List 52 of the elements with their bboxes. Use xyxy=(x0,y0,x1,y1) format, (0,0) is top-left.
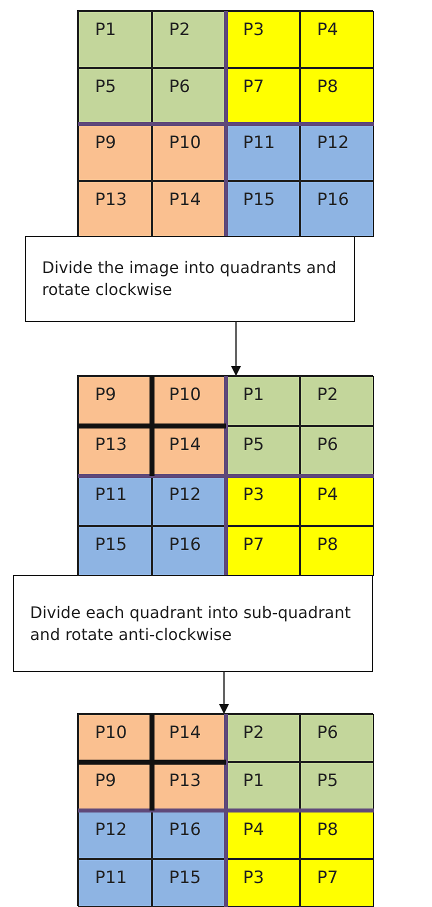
grid-cell: P16 xyxy=(152,526,226,576)
grid-cell: P7 xyxy=(226,68,300,124)
grid-cell: P8 xyxy=(300,68,374,124)
grid-cell: P1 xyxy=(78,11,152,68)
grid-cell: P4 xyxy=(300,476,374,526)
grid-cell: P15 xyxy=(152,858,226,907)
grid-cell: P5 xyxy=(300,762,374,810)
arrow xyxy=(219,672,229,714)
grid-box xyxy=(77,375,373,575)
grid-cell: P2 xyxy=(152,11,226,68)
grid-cell: P16 xyxy=(152,810,226,859)
grid-cell: P6 xyxy=(300,714,374,762)
arrow xyxy=(231,322,241,376)
grid-cell: P3 xyxy=(226,11,300,68)
grid-cell: P15 xyxy=(78,526,152,576)
grid-cell: P11 xyxy=(78,858,152,907)
grid-box xyxy=(77,713,373,906)
grid-cell: P3 xyxy=(226,858,300,907)
grid-cell: P4 xyxy=(226,810,300,859)
grid-cell: P14 xyxy=(152,180,226,237)
grid-cell: P12 xyxy=(300,124,374,180)
step-text: Divide each quadrant into sub-quadrant and rotate anti-clockwise xyxy=(30,602,352,646)
grid-cell: P12 xyxy=(152,476,226,526)
grid-cell: P11 xyxy=(78,476,152,526)
grid-cell: P16 xyxy=(300,180,374,237)
grid-cell: P6 xyxy=(300,426,374,476)
grid-cell: P15 xyxy=(226,180,300,237)
grid-cell: P5 xyxy=(226,426,300,476)
grid-cell: P8 xyxy=(300,810,374,859)
grid-cell: P8 xyxy=(300,526,374,576)
process-box xyxy=(13,575,373,672)
grid-cell: P2 xyxy=(300,376,374,426)
grid-cell: P3 xyxy=(226,476,300,526)
grid-cell: P1 xyxy=(226,376,300,426)
grid-cell: P7 xyxy=(300,858,374,907)
grid-cell: P6 xyxy=(152,68,226,124)
grid-cell: P1 xyxy=(226,762,300,810)
step-text: Divide the image into quadrants and rotate clockwise xyxy=(42,257,338,301)
grid-cell: P7 xyxy=(226,526,300,576)
grid-cell: P13 xyxy=(78,180,152,237)
grid-cell: P9 xyxy=(78,124,152,180)
grid-cell: P12 xyxy=(78,810,152,859)
grid-cell: P4 xyxy=(300,11,374,68)
grid-cell: P10 xyxy=(78,714,152,762)
grid-box xyxy=(77,10,373,236)
grid-cell: P2 xyxy=(226,714,300,762)
grid-cell: P5 xyxy=(78,68,152,124)
grid-cell: P10 xyxy=(152,124,226,180)
process-box xyxy=(25,236,355,322)
grid-cell: P10 xyxy=(152,376,226,426)
grid-cell: P11 xyxy=(226,124,300,180)
grid-cell: P9 xyxy=(78,376,152,426)
